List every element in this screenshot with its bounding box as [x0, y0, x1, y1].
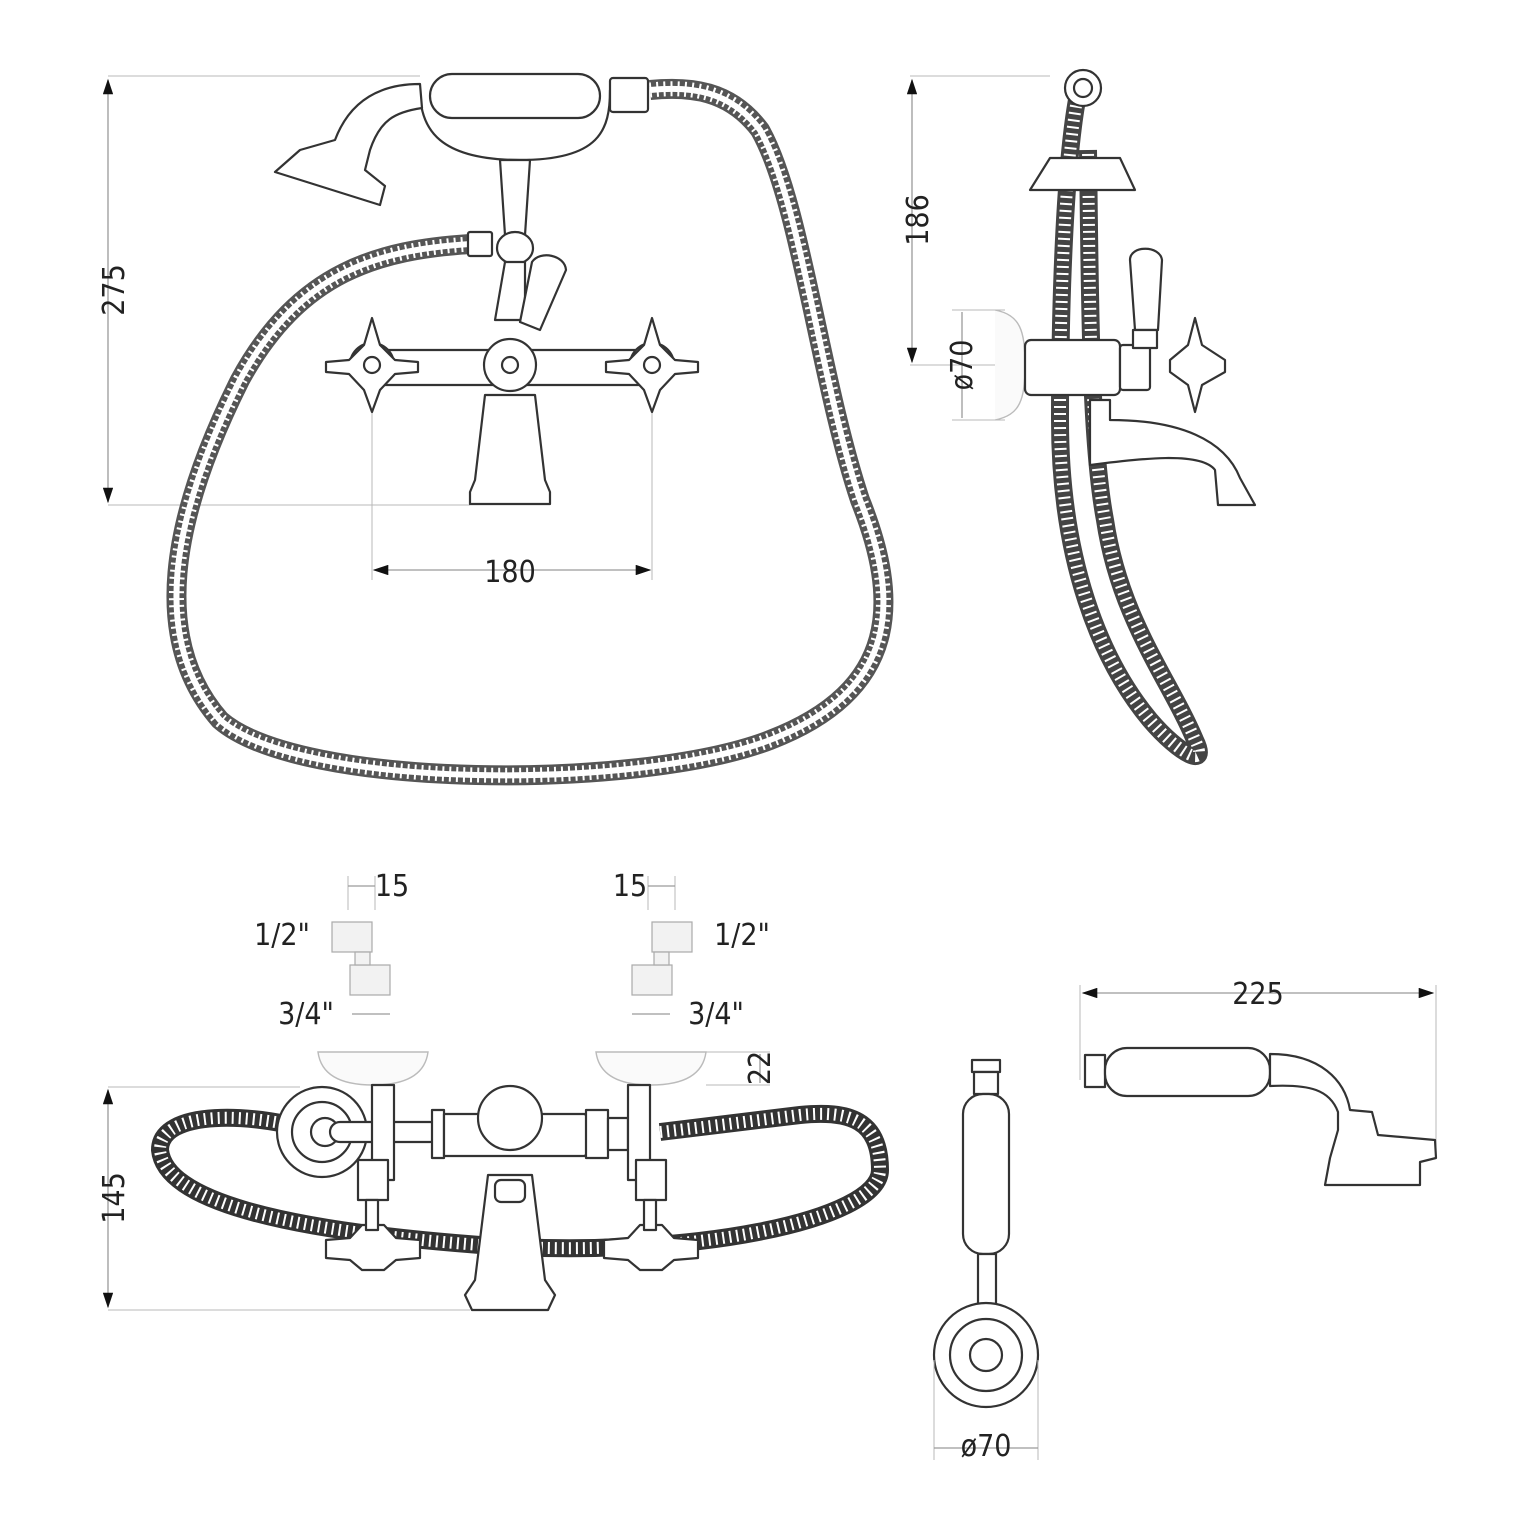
top-spout	[463, 1173, 557, 1312]
side-lever	[1128, 247, 1164, 332]
profile-handset-body	[1103, 1046, 1272, 1098]
diverter-lever	[518, 254, 568, 332]
right-inlet-large-label: 3/4"	[688, 997, 744, 1032]
side-cross-handle	[1168, 316, 1227, 414]
side-flange-label: ø70	[945, 340, 980, 391]
holder-diameter-label: ø70	[961, 1429, 1012, 1464]
holder-handset-body	[961, 1092, 1011, 1256]
left-offset-label: 15	[375, 869, 409, 904]
top-view: 15 15 1/2" 1/2" 3/4" 3/4" 22 145	[97, 869, 890, 1312]
side-spout	[1088, 398, 1257, 507]
left-inlet-small-label: 1/2"	[254, 918, 310, 953]
center-distance-label: 180	[484, 555, 536, 590]
bowl-height-label: 22	[743, 1051, 778, 1085]
profile-shower-arm	[1268, 1052, 1438, 1187]
front-shower-arm	[273, 82, 424, 207]
right-bowl	[595, 1051, 707, 1086]
top-left-cross-handle	[324, 1223, 422, 1272]
left-bowl	[317, 1051, 429, 1086]
right-inlet-small-label: 1/2"	[714, 918, 770, 953]
left-inlet-fitting	[331, 921, 391, 996]
holder-view: ø70	[932, 1058, 1040, 1464]
front-height-label: 275	[97, 264, 132, 316]
front-pillar-base	[468, 393, 552, 506]
side-height-label: 186	[901, 194, 936, 246]
right-offset-label: 15	[613, 869, 647, 904]
left-inlet-large-label: 3/4"	[278, 997, 334, 1032]
top-height-label: 145	[97, 1172, 132, 1224]
side-body	[1023, 338, 1122, 397]
side-view: 186 ø70	[901, 68, 1257, 765]
right-inlet-fitting	[631, 921, 693, 996]
top-right-cross-handle	[602, 1223, 700, 1272]
front-handset-body	[428, 72, 602, 120]
handset-profile-view: 225	[1079, 977, 1438, 1187]
handset-length-label: 225	[1232, 977, 1284, 1012]
front-right-cross-handle	[604, 316, 700, 414]
front-left-cross-handle	[324, 316, 420, 414]
front-view: 275 180	[97, 72, 894, 786]
